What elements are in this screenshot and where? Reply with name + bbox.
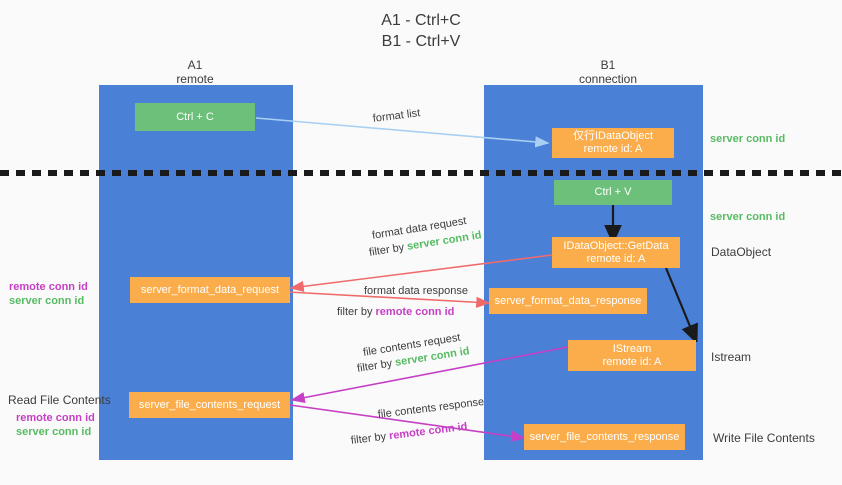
lane-header-b1: B1 connection — [508, 58, 708, 86]
node-idataobject-line1: 仅行IDataObject — [572, 130, 654, 142]
left-label-server-conn-id-2: server conn id — [16, 426, 92, 438]
filter-prefix: filter by — [368, 240, 409, 259]
node-idataobject-line2: remote id: A — [583, 143, 643, 155]
node-file-contents-response-label: server_file_contents_response — [529, 430, 680, 443]
node-ctrl-c-label: Ctrl + C — [176, 110, 214, 123]
node-file-contents-request-label: server_file_contents_request — [138, 398, 281, 411]
lane-b1-sub: connection — [578, 72, 638, 86]
phase-divider — [0, 170, 842, 176]
right-label-dataobject: DataObject — [711, 245, 772, 259]
title-line-2: B1 - Ctrl+V — [381, 33, 461, 50]
node-ctrl-c[interactable]: Ctrl + C — [135, 103, 255, 131]
left-label-read-file-contents: Read File Contents — [8, 393, 111, 407]
node-istream[interactable]: IStream remote id: A — [568, 340, 696, 371]
diagram-title: A1 - Ctrl+C B1 - Ctrl+V — [0, 10, 842, 52]
lane-header-a1: A1 remote — [95, 58, 295, 86]
edge-label-file-contents-response-filter: filter by remote conn id — [350, 420, 468, 448]
right-label-server-conn-id-mid: server conn id — [710, 211, 786, 223]
filter-prefix: filter by — [356, 356, 397, 375]
node-getdata[interactable]: IDataObject::GetData remote id: A — [552, 237, 680, 268]
edge-label-format-data-response-filter: filter by remote conn id — [337, 305, 454, 319]
filter-key-remote-conn-id: remote conn id — [375, 306, 455, 318]
left-label-server-conn-id-1: server conn id — [9, 295, 85, 307]
title-line-1: A1 - Ctrl+C — [381, 12, 461, 29]
left-label-remote-conn-id-2: remote conn id — [16, 412, 95, 424]
node-format-data-response-label: server_format_data_response — [494, 294, 642, 307]
lane-a1-name: A1 — [187, 58, 203, 72]
node-ctrl-v-label: Ctrl + V — [594, 186, 632, 198]
node-ctrl-v[interactable]: Ctrl + V — [554, 180, 672, 205]
edge-label-file-contents-response: file contents response — [377, 395, 485, 421]
node-file-contents-request[interactable]: server_file_contents_request — [129, 392, 290, 418]
filter-prefix: filter by — [350, 430, 390, 447]
node-getdata-line2: remote id: A — [586, 252, 646, 265]
filter-key-remote-conn-id: remote conn id — [388, 420, 469, 443]
edge-label-format-list: format list — [372, 107, 421, 125]
filter-prefix: filter by — [337, 306, 376, 318]
left-label-remote-conn-id-1: remote conn id — [9, 281, 88, 293]
node-istream-line1: IStream — [612, 342, 652, 355]
node-format-data-response[interactable]: server_format_data_response — [489, 288, 647, 314]
lane-b1-name: B1 — [600, 58, 616, 72]
node-istream-line2: remote id: A — [602, 355, 662, 368]
right-label-write-file-contents: Write File Contents — [713, 431, 815, 445]
right-label-istream: Istream — [711, 350, 752, 364]
lane-a1-sub: remote — [176, 72, 214, 86]
node-idataobject[interactable]: 仅行IDataObject remote id: A — [552, 128, 674, 158]
node-format-data-request[interactable]: server_format_data_request — [130, 277, 290, 303]
node-getdata-line1: IDataObject::GetData — [563, 239, 669, 252]
node-file-contents-response[interactable]: server_file_contents_response — [524, 424, 685, 450]
right-label-server-conn-id-top: server conn id — [710, 133, 786, 145]
node-format-data-request-label: server_format_data_request — [140, 283, 280, 296]
edge-label-format-data-response: format data response — [364, 285, 468, 297]
